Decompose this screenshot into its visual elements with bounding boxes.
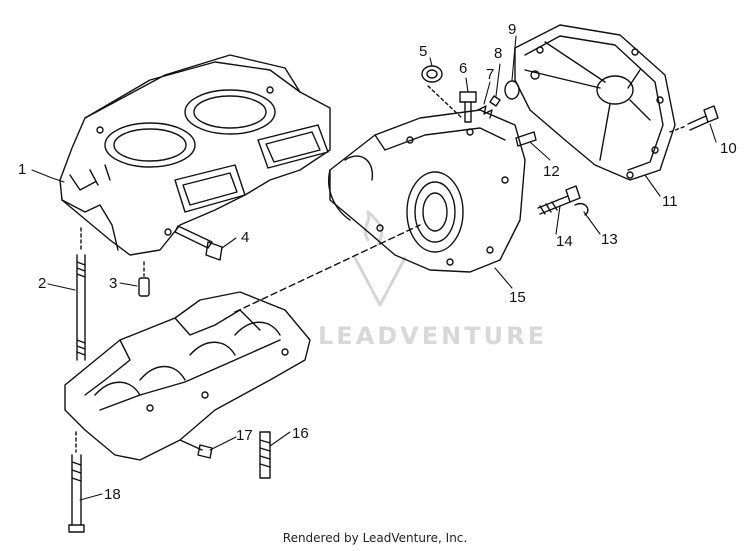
o-ring-part-9 <box>504 80 520 100</box>
callout-6: 6 <box>459 60 467 77</box>
callout-1: 1 <box>18 161 26 178</box>
leader-lines <box>31 35 717 501</box>
callout-14: 14 <box>556 233 573 250</box>
stud-part-2 <box>76 227 86 361</box>
spring-part-7 <box>477 105 493 119</box>
bolt-part-18 <box>68 431 85 533</box>
callout-9: 9 <box>508 21 516 38</box>
upper-crankcase <box>59 54 331 256</box>
callout-12: 12 <box>543 163 560 180</box>
rear-cover <box>514 24 676 181</box>
bolt-part-4 <box>174 225 223 261</box>
stud-part-16 <box>259 431 271 479</box>
alignment-line <box>234 224 421 313</box>
callout-10: 10 <box>720 140 737 157</box>
bolt-part-10 <box>669 105 719 133</box>
pin-part-12 <box>515 131 537 147</box>
callout-4: 4 <box>241 229 249 246</box>
callout-7: 7 <box>486 66 494 83</box>
callout-13: 13 <box>601 231 618 248</box>
plug-part-6 <box>459 91 477 123</box>
rotary-valve-cover <box>328 109 526 273</box>
callout-18: 18 <box>104 486 121 503</box>
washer-part-8 <box>489 95 501 107</box>
callout-2: 2 <box>38 275 46 292</box>
callout-17: 17 <box>236 427 253 444</box>
callout-8: 8 <box>494 45 502 62</box>
callout-15: 15 <box>509 289 526 306</box>
screw-part-17 <box>179 439 213 459</box>
callout-3: 3 <box>109 275 117 292</box>
lower-crankcase <box>64 291 311 461</box>
callout-16: 16 <box>292 425 309 442</box>
dowel-part-3 <box>138 261 150 297</box>
bolt-part-14 <box>537 185 581 215</box>
callout-labels: 1 2 3 4 5 6 7 8 9 10 11 12 13 14 15 16 1… <box>18 21 737 503</box>
callout-11: 11 <box>662 193 678 210</box>
washer-part-13 <box>574 203 589 216</box>
watermark-text: LEADVENTURE <box>318 322 547 350</box>
watermark-logo <box>353 210 407 307</box>
callout-5: 5 <box>419 43 427 60</box>
seal-part-5 <box>421 65 463 119</box>
footer-credit: Rendered by LeadVenture, Inc. <box>282 531 468 545</box>
